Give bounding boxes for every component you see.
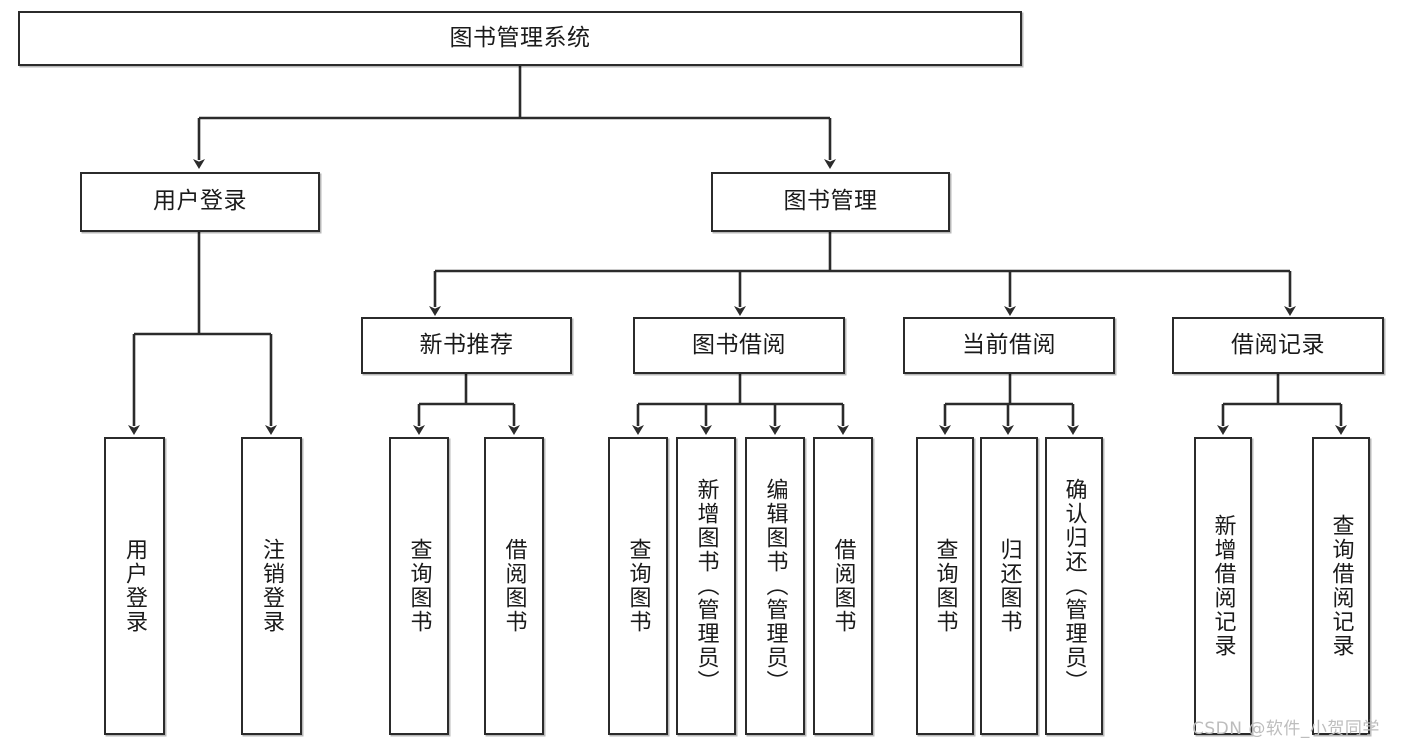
csdn-watermark: CSDN @软件_小贺同学 <box>1192 719 1380 739</box>
node-leaf-user-login-label: 用户登录 <box>122 538 148 634</box>
node-leaf-logout-label: 注销登录 <box>259 538 285 634</box>
node-leaf-query-book-3[interactable]: 查询图书 <box>916 437 974 735</box>
node-leaf-borrow-book-1[interactable]: 借阅图书 <box>484 437 544 735</box>
node-leaf-borrow-book-2-label: 借阅图书 <box>830 538 856 634</box>
node-leaf-query-book-2[interactable]: 查询图书 <box>608 437 668 735</box>
node-borrow-record-label: 借阅记录 <box>1231 331 1325 358</box>
node-root-label: 图书管理系统 <box>449 24 591 51</box>
node-leaf-query-record-label: 查询借阅记录 <box>1328 514 1354 658</box>
node-leaf-add-book-label: 新增图书（管理员） <box>693 478 719 694</box>
node-leaf-query-book-1-label: 查询图书 <box>406 538 432 634</box>
node-leaf-borrow-book-1-label: 借阅图书 <box>501 538 527 634</box>
node-current-borrow[interactable]: 当前借阅 <box>903 317 1115 374</box>
node-leaf-add-record[interactable]: 新增借阅记录 <box>1194 437 1252 735</box>
node-leaf-confirm-return-label: 确认归还（管理员） <box>1061 478 1087 694</box>
node-leaf-query-book-3-label: 查询图书 <box>932 538 958 634</box>
node-leaf-query-book-2-label: 查询图书 <box>625 538 651 634</box>
node-leaf-confirm-return[interactable]: 确认归还（管理员） <box>1045 437 1103 735</box>
node-leaf-return-book-label: 归还图书 <box>996 538 1022 634</box>
node-user-login-label: 用户登录 <box>153 188 247 215</box>
node-leaf-query-book-1[interactable]: 查询图书 <box>389 437 449 735</box>
node-new-book-recommend[interactable]: 新书推荐 <box>361 317 572 374</box>
node-book-manage-label: 图书管理 <box>783 188 878 215</box>
node-new-book-recommend-label: 新书推荐 <box>419 331 514 358</box>
node-leaf-query-record[interactable]: 查询借阅记录 <box>1312 437 1370 735</box>
node-current-borrow-label: 当前借阅 <box>962 331 1056 358</box>
node-leaf-add-record-label: 新增借阅记录 <box>1210 514 1236 658</box>
node-leaf-borrow-book-2[interactable]: 借阅图书 <box>813 437 873 735</box>
node-book-borrow-label: 图书借阅 <box>692 331 786 358</box>
node-leaf-return-book[interactable]: 归还图书 <box>980 437 1038 735</box>
node-leaf-add-book[interactable]: 新增图书（管理员） <box>676 437 736 735</box>
node-borrow-record[interactable]: 借阅记录 <box>1172 317 1384 374</box>
node-book-borrow[interactable]: 图书借阅 <box>633 317 845 374</box>
node-leaf-logout[interactable]: 注销登录 <box>241 437 302 735</box>
node-user-login[interactable]: 用户登录 <box>80 172 320 232</box>
node-leaf-edit-book[interactable]: 编辑图书（管理员） <box>745 437 805 735</box>
node-leaf-edit-book-label: 编辑图书（管理员） <box>762 478 788 694</box>
node-root[interactable]: 图书管理系统 <box>18 11 1022 66</box>
node-leaf-user-login[interactable]: 用户登录 <box>104 437 165 735</box>
node-book-manage[interactable]: 图书管理 <box>711 172 950 232</box>
